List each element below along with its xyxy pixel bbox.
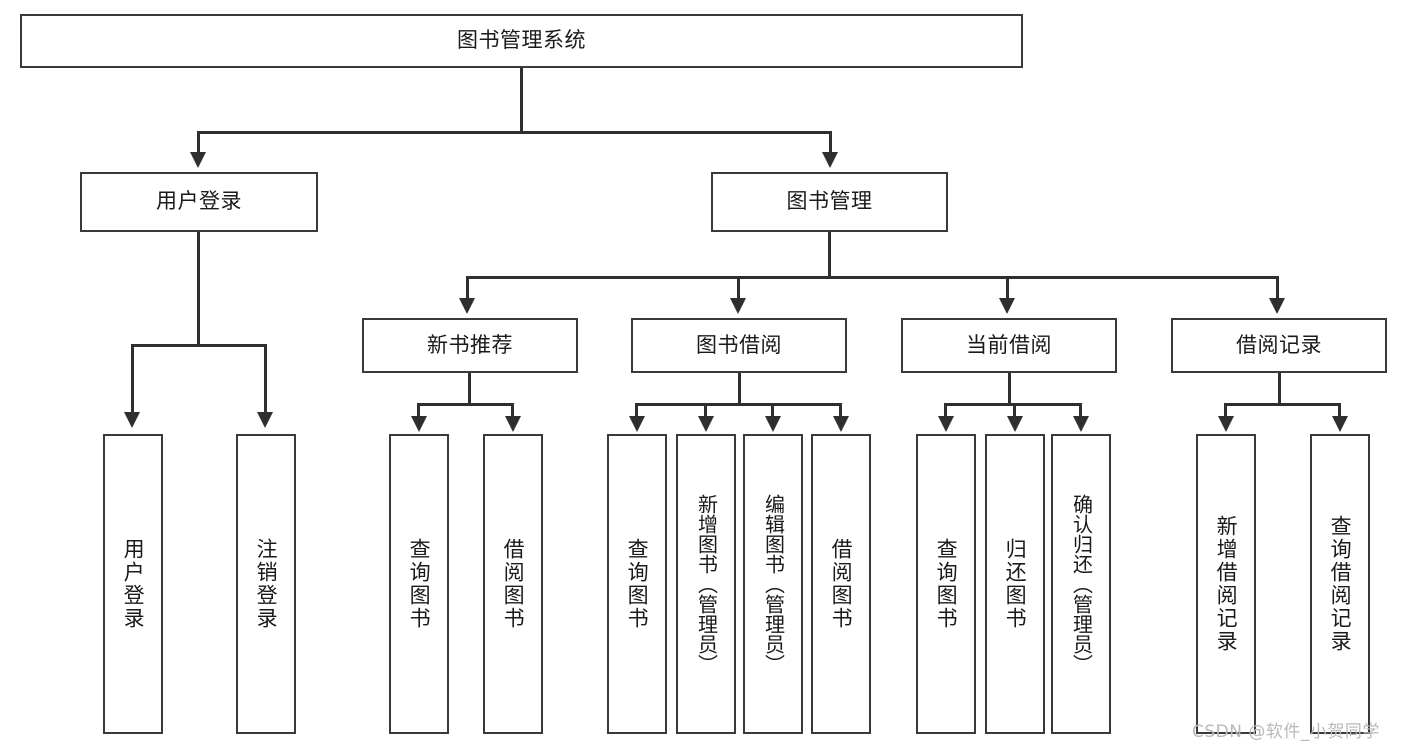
leaf-label: 新增借阅记录 [1214,515,1239,653]
arrowhead-book-management [822,152,838,168]
node-label: 图书借阅 [696,332,782,357]
edge-cb-to-leaf-1 [944,403,947,420]
edge-to-current-borrow [1006,276,1009,302]
leaf-label: 查询图书 [625,538,650,630]
leaf-label: 查询图书 [934,538,959,630]
arrowhead-user-login-leaf-1 [124,412,140,428]
leaf-label: 归还图书 [1003,538,1028,630]
arrowhead-nbr-leaf-2 [505,416,521,432]
node-book-management[interactable]: 图书管理 [711,172,948,232]
arrowhead-bb-leaf-2 [698,416,714,432]
node-label: 新书推荐 [427,332,513,357]
leaf-book-borrow-add-book-admin[interactable]: 新增图书（管理员） [676,434,736,734]
leaf-label: 查询图书 [407,538,432,630]
leaf-user-login-login[interactable]: 用户登录 [103,434,163,734]
node-label: 图书管理系统 [457,28,586,53]
edge-book-management-stem [828,232,831,278]
edge-nbr-to-leaf-2 [511,403,514,420]
edge-br-to-leaf-2 [1338,403,1341,420]
arrowhead-bb-leaf-3 [765,416,781,432]
node-label: 当前借阅 [966,332,1052,357]
arrowhead-book-borrow [730,298,746,314]
edge-br-to-leaf-1 [1224,403,1227,420]
arrowhead-cb-leaf-1 [938,416,954,432]
node-borrow-record[interactable]: 借阅记录 [1171,318,1387,373]
leaf-book-borrow-edit-book-admin[interactable]: 编辑图书（管理员） [743,434,803,734]
edge-new-book-recommend-stem [468,373,471,405]
edge-root-stem [520,68,523,133]
edge-current-borrow-bus [944,403,1081,406]
edge-user-login-stem [197,232,200,346]
edge-to-new-book-recommend [466,276,469,302]
node-root-book-management-system[interactable]: 图书管理系统 [20,14,1023,68]
edge-current-borrow-stem [1008,373,1011,405]
arrowhead-br-leaf-1 [1218,416,1234,432]
leaf-label: 注销登录 [254,538,279,630]
edge-nbr-to-leaf-1 [417,403,420,420]
leaf-new-book-borrow-book[interactable]: 借阅图书 [483,434,543,734]
leaf-label: 确认归还（管理员） [1069,494,1094,674]
edge-level3-bus [467,276,1279,279]
leaf-borrow-record-add-record[interactable]: 新增借阅记录 [1196,434,1256,734]
arrowhead-cb-leaf-2 [1007,416,1023,432]
edge-root-to-book-management [829,131,832,156]
leaf-borrow-record-query-record[interactable]: 查询借阅记录 [1310,434,1370,734]
edge-borrow-record-stem [1278,373,1281,405]
node-label: 用户登录 [156,189,242,214]
arrowhead-new-book-recommend [459,298,475,314]
edge-bb-to-leaf-2 [704,403,707,420]
leaf-label: 借阅图书 [501,538,526,630]
node-current-borrow[interactable]: 当前借阅 [901,318,1117,373]
node-label: 借阅记录 [1236,332,1322,357]
leaf-book-borrow-query-book[interactable]: 查询图书 [607,434,667,734]
edge-user-login-bus [132,344,267,347]
leaf-label: 用户登录 [121,538,146,630]
arrowhead-bb-leaf-4 [833,416,849,432]
edge-bb-to-leaf-4 [839,403,842,420]
edge-user-login-to-leaf-1 [131,344,134,416]
leaf-current-borrow-return-book[interactable]: 归还图书 [985,434,1045,734]
edge-book-borrow-stem [738,373,741,405]
edge-bb-to-leaf-3 [771,403,774,420]
leaf-current-borrow-query-book[interactable]: 查询图书 [916,434,976,734]
arrowhead-user-login-leaf-2 [257,412,273,428]
node-book-borrow[interactable]: 图书借阅 [631,318,847,373]
arrowhead-cb-leaf-3 [1073,416,1089,432]
leaf-label: 编辑图书（管理员） [761,494,786,674]
edge-level2-bus [198,131,832,134]
leaf-user-login-logout[interactable]: 注销登录 [236,434,296,734]
leaf-label: 借阅图书 [829,538,854,630]
leaf-label: 新增图书（管理员） [694,494,719,674]
node-user-login[interactable]: 用户登录 [80,172,318,232]
edge-to-book-borrow [737,276,740,302]
edge-book-borrow-bus [635,403,840,406]
arrowhead-br-leaf-2 [1332,416,1348,432]
leaf-current-borrow-confirm-return-admin[interactable]: 确认归还（管理员） [1051,434,1111,734]
node-new-book-recommend[interactable]: 新书推荐 [362,318,578,373]
node-label: 图书管理 [786,189,873,214]
edge-cb-to-leaf-3 [1079,403,1082,420]
leaf-label: 查询借阅记录 [1328,515,1353,653]
arrowhead-borrow-record [1269,298,1285,314]
edge-borrow-record-bus [1224,403,1341,406]
arrowhead-bb-leaf-1 [629,416,645,432]
arrowhead-user-login [190,152,206,168]
edge-cb-to-leaf-2 [1013,403,1016,420]
leaf-new-book-query-book[interactable]: 查询图书 [389,434,449,734]
arrowhead-current-borrow [999,298,1015,314]
edge-bb-to-leaf-1 [635,403,638,420]
leaf-book-borrow-borrow-book[interactable]: 借阅图书 [811,434,871,734]
edge-user-login-to-leaf-2 [264,344,267,416]
arrowhead-nbr-leaf-1 [411,416,427,432]
edge-root-to-user-login [197,131,200,156]
edge-to-borrow-record [1276,276,1279,302]
edge-new-book-recommend-bus [417,403,514,406]
